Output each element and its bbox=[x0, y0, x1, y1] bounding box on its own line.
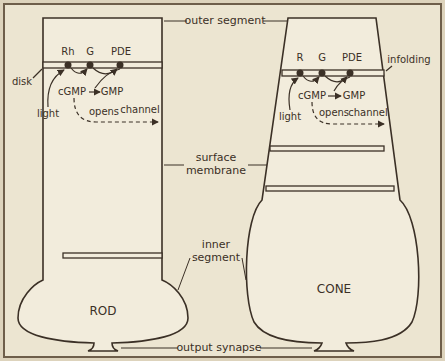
cell-name: ROD bbox=[89, 305, 116, 319]
action-label: opens bbox=[89, 106, 119, 118]
leader-line bbox=[386, 66, 392, 71]
leader-line bbox=[248, 165, 267, 166]
stimulus-label: light bbox=[279, 111, 301, 123]
leader-line bbox=[242, 258, 246, 280]
part-label: surface membrane bbox=[185, 152, 247, 177]
molecule-label: cGMP bbox=[298, 90, 326, 102]
protein-label: G bbox=[318, 52, 326, 64]
rod-disk bbox=[43, 62, 162, 68]
rod-outline bbox=[18, 18, 188, 351]
figure-frame bbox=[4, 4, 441, 357]
molecule-label: cGMP bbox=[58, 86, 86, 98]
leader-line bbox=[33, 69, 42, 78]
molecule-label: GMP bbox=[343, 90, 365, 102]
part-label: outer segment bbox=[184, 15, 265, 28]
cascade-arrow bbox=[71, 68, 87, 73]
reaction-arrow bbox=[89, 91, 100, 92]
action-label: opens bbox=[319, 107, 349, 119]
cell-name: CONE bbox=[317, 283, 351, 297]
protein-label: PDE bbox=[111, 46, 131, 58]
protein-dot bbox=[87, 62, 94, 69]
leader-line bbox=[164, 165, 184, 166]
leader-line bbox=[121, 348, 178, 349]
light-arrow bbox=[289, 78, 298, 110]
cone-infolding bbox=[282, 70, 384, 76]
protein-dot bbox=[347, 70, 354, 77]
stimulus-label: light bbox=[37, 108, 59, 120]
cascade-arrow bbox=[303, 76, 319, 81]
molecule-label: GMP bbox=[101, 86, 123, 98]
enzyme-line bbox=[334, 77, 350, 91]
cone-outline bbox=[246, 18, 418, 351]
protein-label: G bbox=[86, 46, 94, 58]
part-label: channel bbox=[348, 107, 388, 119]
part-label: disk bbox=[12, 76, 32, 88]
rod-plate bbox=[63, 253, 162, 258]
protein-dot bbox=[319, 70, 326, 77]
reaction-arrow bbox=[328, 95, 341, 96]
protein-label: PDE bbox=[342, 52, 362, 64]
cone-infolding bbox=[270, 146, 384, 151]
part-label: infolding bbox=[387, 54, 430, 66]
protein-dot bbox=[65, 62, 72, 69]
protein-dot bbox=[117, 62, 124, 69]
protein-label: Rh bbox=[61, 46, 74, 58]
protein-dot bbox=[297, 70, 304, 77]
leader-line bbox=[263, 21, 287, 22]
leader-line bbox=[260, 348, 312, 349]
part-label: inner segment bbox=[187, 239, 245, 264]
part-label: channel bbox=[120, 104, 160, 116]
part-label: output synapse bbox=[176, 342, 261, 355]
protein-label: R bbox=[297, 52, 304, 64]
leader-line bbox=[164, 21, 187, 22]
cascade-arrow bbox=[325, 76, 347, 82]
enzyme-line bbox=[95, 69, 120, 88]
cone-plate bbox=[266, 186, 394, 191]
leader-line bbox=[178, 258, 190, 290]
